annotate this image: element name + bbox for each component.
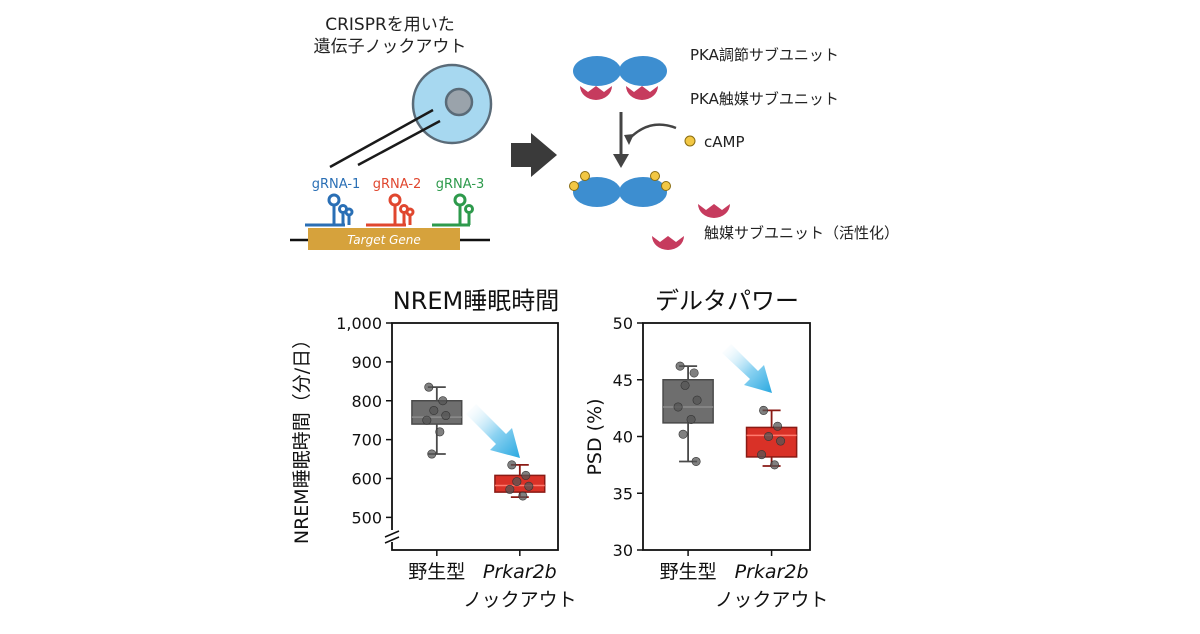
delta-ytick-label: 45 xyxy=(613,371,633,390)
nrem-trend-arrow-icon xyxy=(466,404,520,458)
nrem-ytick-label: 1,000 xyxy=(336,314,382,333)
free-cat-subunit-icon-2 xyxy=(652,236,684,250)
crispr-title-line1: CRISPRを用いた xyxy=(325,15,455,35)
nrem-data-point xyxy=(507,460,517,470)
active-cat-label: 触媒サブユニット（活性化） xyxy=(704,224,899,242)
delta-xtick-label: 野生型 xyxy=(660,561,717,583)
nrem-data-point xyxy=(435,427,445,437)
delta-box-wildtype xyxy=(662,361,714,466)
delta-trend-arrow-icon xyxy=(722,344,772,393)
pka-cat-subunit-icon xyxy=(580,86,612,100)
delta-data-point xyxy=(757,450,767,460)
nrem-data-point xyxy=(512,477,522,487)
delta-data-point xyxy=(691,456,701,466)
axis-break-icon xyxy=(384,530,400,544)
grna-2-icon xyxy=(366,193,415,227)
nrem-xtick-label: 野生型 xyxy=(408,561,465,583)
nrem-data-point xyxy=(422,415,432,425)
chart-delta-ylabel: PSD (%) xyxy=(584,398,606,475)
reg-subunit-bound-icon xyxy=(573,177,621,207)
nrem-xtick-sublabel: ノックアウト xyxy=(463,589,577,611)
needle-line-2 xyxy=(357,119,441,167)
big-arrow-icon xyxy=(511,133,557,177)
camp-bound-icon-3 xyxy=(650,171,660,181)
crispr-panel: CRISPRを用いた 遺伝子ノックアウト gRNA-1 gRNA-2 gRNA-… xyxy=(290,15,493,250)
crispr-title-line2: 遺伝子ノックアウト xyxy=(314,37,467,57)
delta-ytick-label: 50 xyxy=(613,314,633,333)
delta-data-point xyxy=(686,414,696,424)
chart-nrem-title: NREM睡眠時間 xyxy=(393,287,560,315)
pka-reg-subunit-icon-2 xyxy=(619,56,667,86)
grna-3-icon xyxy=(432,193,474,227)
cell-nucleus-icon xyxy=(444,87,474,117)
delta-data-point xyxy=(678,429,688,439)
target-gene-bar xyxy=(308,228,460,250)
camp-bound-icon-4 xyxy=(661,181,671,191)
grna-1-icon xyxy=(305,193,354,227)
camp-icon xyxy=(684,135,696,147)
pka-cat-label: PKA触媒サブユニット xyxy=(690,90,839,108)
nrem-ytick-label: 500 xyxy=(351,508,382,527)
nrem-data-point xyxy=(429,405,439,415)
down-arrow-head-icon xyxy=(613,154,629,168)
nrem-data-point xyxy=(521,470,531,480)
delta-xtick-label: Prkar2b xyxy=(735,561,809,583)
pka-cat-subunit-icon-2 xyxy=(626,86,658,100)
delta-data-point xyxy=(770,460,780,470)
delta-ytick-label: 40 xyxy=(613,428,633,447)
nrem-ytick-label: 800 xyxy=(351,392,382,411)
camp-bound-icon-2 xyxy=(580,171,590,181)
nrem-data-point xyxy=(524,481,534,491)
delta-xtick-sublabel: ノックアウト xyxy=(715,589,829,611)
nrem-box-wildtype xyxy=(411,382,463,459)
nrem-data-point xyxy=(505,484,515,494)
camp-label: cAMP xyxy=(704,133,745,151)
delta-data-point xyxy=(680,380,690,390)
chart-nrem-plot-frame xyxy=(391,322,559,551)
delta-data-point xyxy=(764,431,774,441)
nrem-data-point xyxy=(427,449,437,459)
delta-data-point xyxy=(675,361,685,371)
nrem-data-point xyxy=(441,411,451,421)
delta-box-knockout xyxy=(745,405,798,470)
target-gene-label: Target Gene xyxy=(347,233,421,247)
nrem-ytick-label: 700 xyxy=(351,431,382,450)
nrem-box-knockout xyxy=(494,460,546,501)
needle-line-1 xyxy=(329,108,434,169)
delta-data-point xyxy=(776,436,786,446)
nrem-ytick-label: 900 xyxy=(351,353,382,372)
delta-box-body xyxy=(745,426,798,458)
delta-data-point xyxy=(689,368,699,378)
delta-data-point xyxy=(759,405,769,415)
camp-bound-icon xyxy=(569,181,579,191)
camp-curve-arrow-head-icon xyxy=(624,134,634,145)
nrem-data-point xyxy=(518,491,528,501)
nrem-data-point xyxy=(424,382,434,392)
chart-nrem-ylabel: NREM睡眠時間（分/日） xyxy=(291,330,313,544)
chart-nrem: NREM睡眠時間 NREM睡眠時間（分/日） 1,000 900 800 700 600… xyxy=(291,287,577,611)
delta-data-point xyxy=(773,421,783,431)
chart-delta: デルタパワー PSD (%) 50 45 40 35 30 野生型 Prkar2b ノックア… xyxy=(584,287,828,611)
delta-ytick-label: 30 xyxy=(613,541,633,560)
grna-3-label: gRNA-3 xyxy=(436,177,485,192)
pka-panel: PKA調節サブユニット PKA触媒サブユニット cAMP 触媒サブユニット（活性… xyxy=(569,46,899,250)
grna-2-label: gRNA-2 xyxy=(373,177,422,192)
nrem-xtick-label: Prkar2b xyxy=(483,561,557,583)
delta-data-point xyxy=(692,395,702,405)
pka-reg-subunit-icon xyxy=(573,56,621,86)
nrem-data-point xyxy=(438,396,448,406)
chart-delta-title: デルタパワー xyxy=(655,287,799,315)
delta-ytick-label: 35 xyxy=(613,484,633,503)
reg-subunit-bound-icon-2 xyxy=(619,177,667,207)
delta-data-point xyxy=(673,402,683,412)
grna-1-label: gRNA-1 xyxy=(312,177,361,192)
free-cat-subunit-icon xyxy=(698,204,730,218)
nrem-ytick-label: 600 xyxy=(351,470,382,489)
camp-curve-arrow xyxy=(629,123,677,139)
pka-reg-label: PKA調節サブユニット xyxy=(690,46,839,64)
